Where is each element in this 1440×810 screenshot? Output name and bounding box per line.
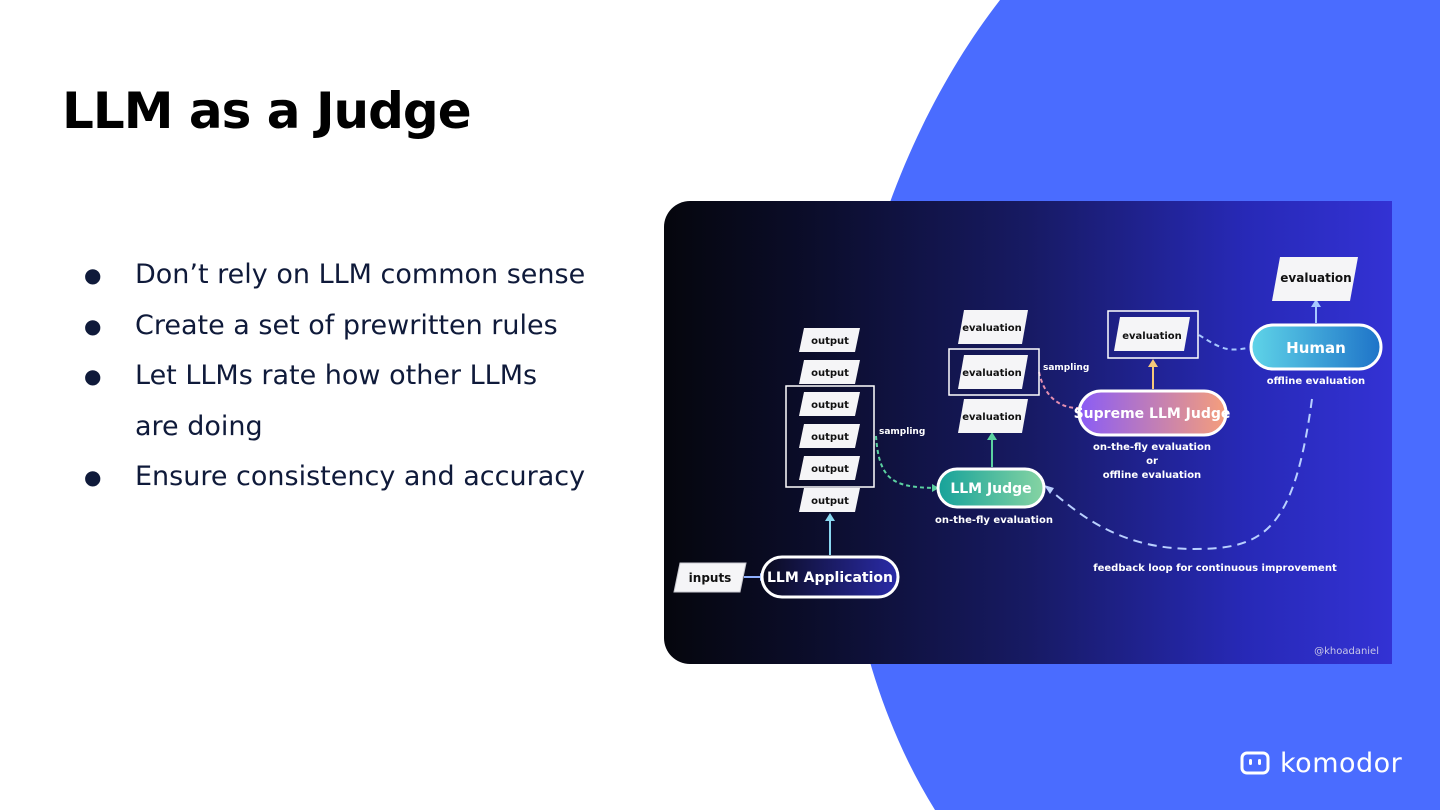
human-evaluation-node [1272, 257, 1358, 301]
bullet-item: ● Create a set of prewritten rules [82, 301, 642, 352]
sampling-label-2: sampling [1043, 363, 1089, 373]
bullet-dot-icon: ● [84, 263, 102, 287]
evaluation-node [958, 310, 1028, 344]
output-label: output [811, 368, 849, 379]
llm-application-node [760, 555, 900, 599]
sampling-label: sampling [879, 427, 925, 437]
bullet-text: Let LLMs rate how other LLMs [135, 360, 538, 391]
human-evaluation-label: evaluation [1280, 271, 1351, 285]
supreme-caption-line1: on-the-fly evaluation [1093, 442, 1211, 453]
supreme-evaluation-node [1114, 317, 1190, 351]
bullet-list: ● Don’t rely on LLM common sense ● Creat… [82, 250, 642, 503]
output-node [799, 456, 860, 480]
bullet-text: Create a set of prewritten rules [135, 309, 558, 341]
evaluation-node [958, 399, 1028, 433]
inputs-label: inputs [689, 571, 732, 585]
bullet-text-continued: are doing [135, 410, 263, 442]
bullet-item: ● Don’t rely on LLM common sense [82, 250, 642, 301]
komodor-logo-text: komodor [1280, 747, 1403, 779]
bullet-text: Ensure consistency and accuracy [135, 461, 586, 492]
evaluation-sampling-box [948, 348, 1040, 396]
bullet-item: ● Ensure consistency and accuracy [82, 452, 642, 503]
human-caption: offline evaluation [1267, 376, 1365, 387]
supreme-evaluation-box [1107, 310, 1199, 359]
llm-judge-node [936, 467, 1046, 509]
sampling-group-box [785, 385, 875, 488]
llm-judge-label: LLM Judge [950, 481, 1031, 497]
evaluation-label: evaluation [962, 412, 1022, 423]
slide-title: LLM as a Judge [62, 82, 472, 140]
output-label: output [811, 496, 849, 507]
output-nodes: output output output output output outpu… [799, 328, 860, 512]
output-node [799, 392, 860, 416]
bullet-text: Don’t rely on LLM common sense [135, 259, 586, 290]
output-node [799, 424, 860, 448]
supreme-caption-line2: or [1146, 456, 1158, 467]
llm-application-label: LLM Application [767, 570, 893, 586]
komodor-logo-icon [1240, 751, 1270, 775]
output-label: output [811, 336, 849, 347]
bullet-dot-icon: ● [84, 364, 102, 388]
supreme-caption-line3: offline evaluation [1103, 470, 1201, 481]
human-label: Human [1286, 339, 1346, 357]
credit-label: @khoadaniel [1314, 646, 1379, 657]
output-label: output [811, 464, 849, 475]
evaluation-label: evaluation [962, 368, 1022, 379]
evaluation-label: evaluation [962, 323, 1022, 334]
output-node [799, 328, 860, 352]
connector-lines [744, 299, 1321, 581]
supreme-llm-judge-label: Supreme LLM Judge [1074, 406, 1231, 422]
supreme-evaluation-label: evaluation [1122, 331, 1182, 342]
inputs-node [673, 562, 747, 593]
supreme-llm-judge-node [1077, 389, 1228, 437]
bullet-item: ● Let LLMs rate how other LLMs are doing [82, 351, 642, 452]
llm-judge-diagram: inputs LLM Application output output out… [664, 201, 1392, 664]
evaluation-nodes: evaluation evaluation evaluation [958, 310, 1028, 433]
feedback-loop-label: feedback loop for continuous improvement [1093, 563, 1337, 574]
output-node [799, 488, 860, 512]
llm-judge-caption: on-the-fly evaluation [935, 515, 1053, 526]
bullet-dot-icon: ● [84, 313, 102, 338]
human-node [1249, 323, 1383, 371]
evaluation-node [958, 355, 1028, 389]
bullet-dot-icon: ● [84, 465, 102, 489]
output-label: output [811, 432, 849, 443]
output-label: output [811, 400, 849, 411]
komodor-logo: komodor [1240, 746, 1402, 780]
output-node [799, 360, 860, 384]
